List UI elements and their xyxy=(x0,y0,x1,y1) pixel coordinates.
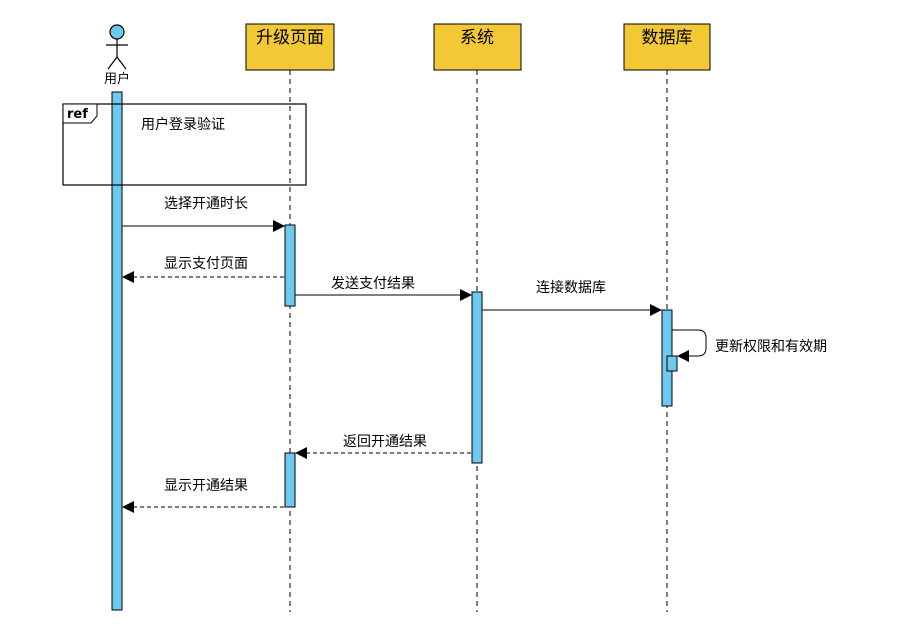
activation-user xyxy=(111,91,123,611)
ref-text: 用户登录验证 xyxy=(141,116,225,133)
activation-database-nested xyxy=(666,355,678,372)
activation-upgrade-2 xyxy=(284,452,296,508)
participant-system-box xyxy=(433,23,522,71)
ref-tag: ref xyxy=(67,107,88,122)
message-show-payment-label: 显示支付页面 xyxy=(164,256,248,272)
ref-frame xyxy=(62,103,307,186)
actor-user-icon xyxy=(106,24,128,70)
participant-database-box xyxy=(623,23,711,71)
message-return-result-label: 返回开通结果 xyxy=(343,434,427,450)
message-show-result-label: 显示开通结果 xyxy=(164,478,248,494)
message-select-duration-label: 选择开通时长 xyxy=(164,196,248,212)
activation-system xyxy=(471,291,483,464)
participant-upgrade-box xyxy=(245,23,335,71)
message-self-update-label: 更新权限和有效期 xyxy=(715,339,827,355)
participant-database-label: 数据库 xyxy=(642,28,693,48)
message-connect-db-label: 连接数据库 xyxy=(536,279,606,296)
message-self-update-arrow xyxy=(672,329,707,362)
activation-upgrade-1 xyxy=(284,224,296,307)
message-send-result-label: 发送支付结果 xyxy=(331,276,415,292)
participant-system-label: 系统 xyxy=(460,28,494,48)
participant-upgrade-label: 升级页面 xyxy=(256,28,324,48)
actor-label: 用户 xyxy=(104,71,130,87)
